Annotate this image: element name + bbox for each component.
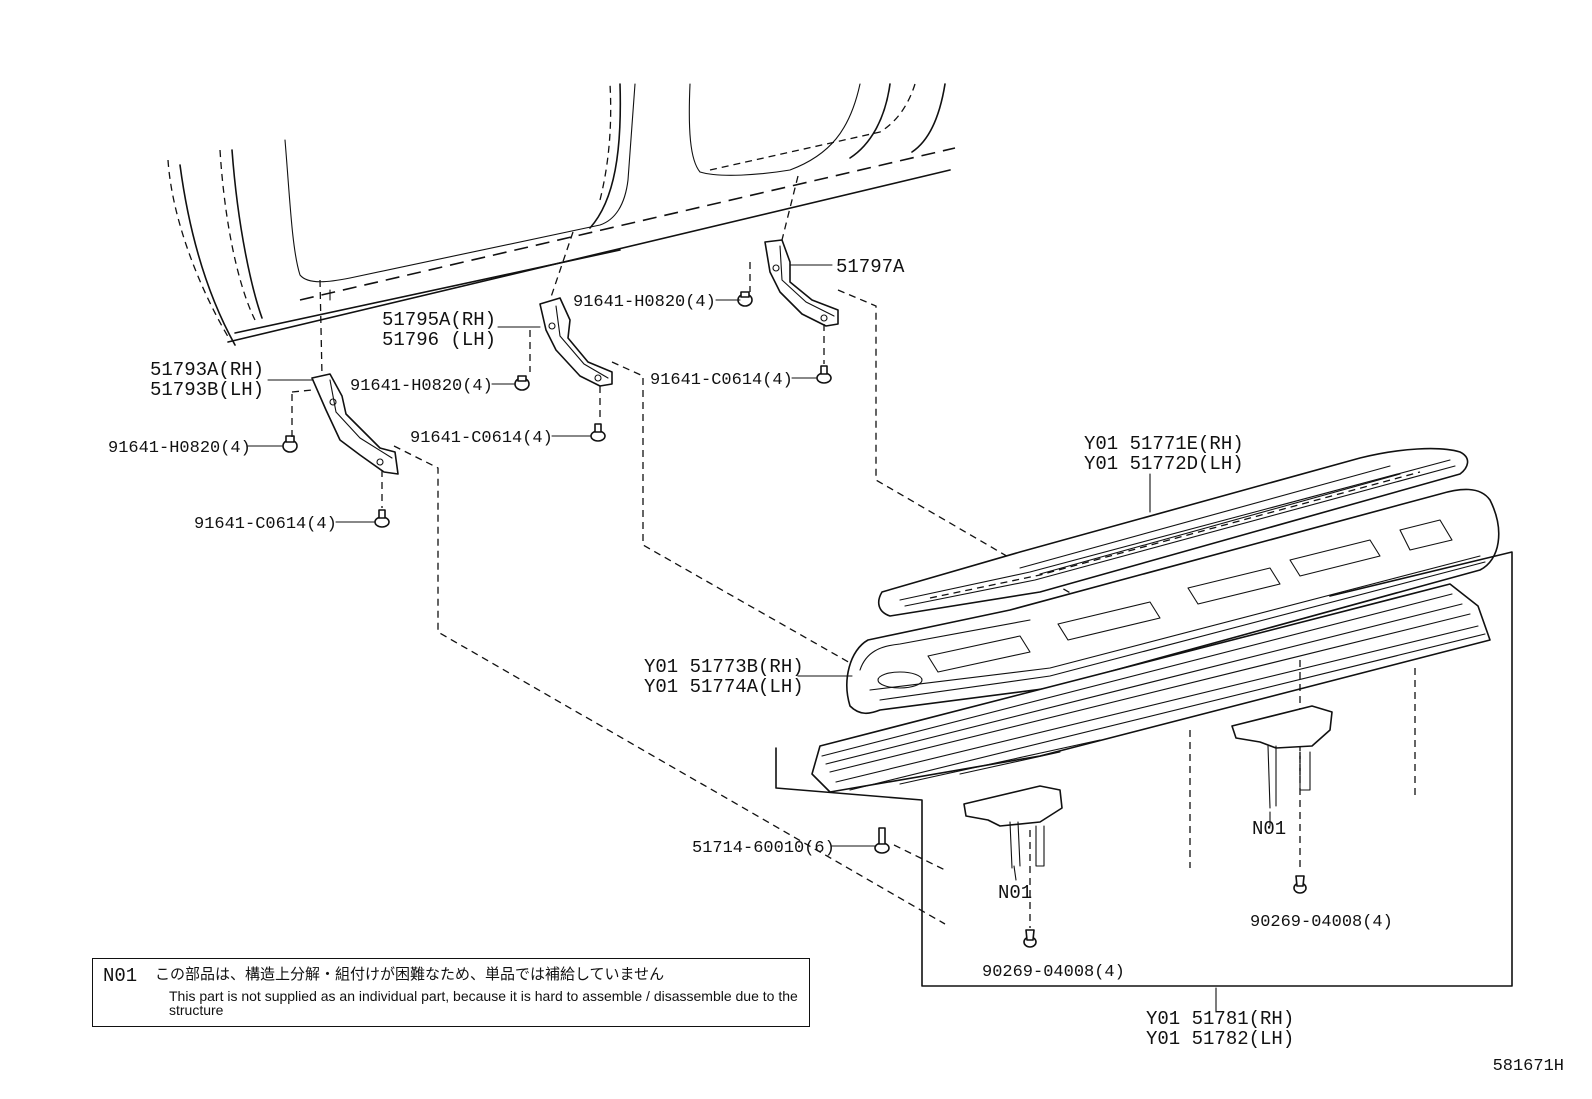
note-japanese: この部品は、構造上分解・組付けが困難なため、単品では補給していません bbox=[155, 965, 665, 983]
screw-icon-left bbox=[1023, 929, 1037, 948]
n01-note-box: N01 この部品は、構造上分解・組付けが困難なため、単品では補給していません T… bbox=[92, 958, 810, 1027]
label-bolt-c0614-left: 91641-C0614(4) bbox=[194, 515, 337, 534]
label-screw-right: 90269-04008(4) bbox=[1250, 913, 1393, 932]
label-step-cover-rh: Y01 51773B(RH) bbox=[644, 656, 804, 678]
label-step-cover-lh: Y01 51774A(LH) bbox=[644, 676, 804, 698]
bolt-icon-h0820-mid bbox=[514, 375, 530, 391]
label-bolt-h0820-left: 91641-H0820(4) bbox=[108, 439, 251, 458]
figure-number: 581671H bbox=[1492, 1057, 1564, 1076]
step-rail bbox=[811, 583, 1491, 868]
clip-icon bbox=[874, 827, 890, 854]
bolt-icon-h0820-left bbox=[282, 435, 298, 453]
label-bolt-h0820-mid: 91641-H0820(4) bbox=[350, 377, 493, 396]
n01-bracket-left bbox=[963, 785, 1063, 928]
label-bolt-h0820-top: 91641-H0820(4) bbox=[573, 293, 716, 312]
label-step-assy-rh: Y01 51781(RH) bbox=[1146, 1008, 1294, 1030]
note-english: This part is not supplied as an individu… bbox=[169, 988, 798, 1018]
label-bracket-front-lh: 51793B(LH) bbox=[150, 379, 264, 401]
bolt-icon-c0614-right bbox=[816, 365, 832, 384]
screw-icon-right bbox=[1293, 875, 1307, 894]
label-bolt-c0614-right: 91641-C0614(4) bbox=[650, 371, 793, 390]
label-step-pad-lh: Y01 51772D(LH) bbox=[1084, 453, 1244, 475]
label-step-assy-lh: Y01 51782(LH) bbox=[1146, 1028, 1294, 1050]
bolt-icon-c0614-left bbox=[374, 509, 390, 528]
part-labels: 51797A 91641-H0820(4) 51795A(RH) 51796 (… bbox=[108, 256, 1393, 1050]
bracket-center bbox=[539, 297, 613, 387]
label-clip: 51714-60010(6) bbox=[692, 839, 835, 858]
bolt-icon-c0614-mid bbox=[590, 423, 606, 442]
leader-lines bbox=[247, 264, 1271, 1013]
step-cover bbox=[846, 488, 1500, 715]
label-bracket-center-lh: 51796 (LH) bbox=[382, 329, 496, 351]
label-bracket-center-rh: 51795A(RH) bbox=[382, 309, 496, 331]
bracket-rear bbox=[764, 239, 839, 327]
bracket-front bbox=[311, 373, 399, 475]
bolt-icons bbox=[282, 291, 1307, 948]
label-bracket-rear: 51797A bbox=[836, 256, 905, 278]
label-bolt-c0614-mid: 91641-C0614(4) bbox=[410, 429, 553, 448]
label-step-pad-rh: Y01 51771E(RH) bbox=[1084, 433, 1244, 455]
step-pad bbox=[877, 447, 1469, 617]
n01-bracket-right bbox=[1231, 705, 1333, 872]
label-screw-left: 90269-04008(4) bbox=[982, 963, 1125, 982]
label-n01-left: N01 bbox=[998, 882, 1032, 904]
step-assembly-frame bbox=[775, 551, 1513, 987]
label-n01-right: N01 bbox=[1252, 818, 1286, 840]
label-bracket-front-rh: 51793A(RH) bbox=[150, 359, 264, 381]
bolt-icon-h0820-top bbox=[737, 291, 753, 307]
vehicle-body bbox=[167, 83, 956, 346]
note-code: N01 bbox=[103, 965, 138, 987]
